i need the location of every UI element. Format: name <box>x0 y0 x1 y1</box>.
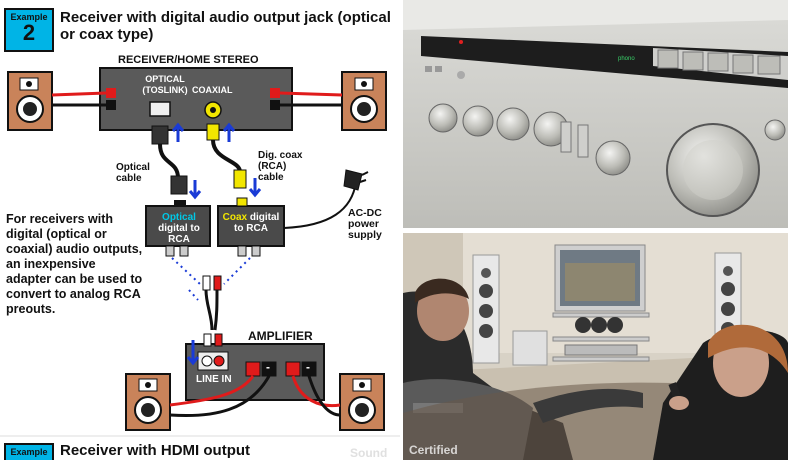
receiver-box <box>99 67 293 131</box>
power-supply-label: AC-DC power supply <box>348 207 382 241</box>
diagram-watermark: Sound <box>350 446 388 460</box>
coax-cable-label: Dig. coax (RCA) cable <box>258 150 303 183</box>
coaxial-port-label: COAXIAL <box>192 85 233 95</box>
power-plug <box>343 169 363 191</box>
example-badge: Example 2 <box>4 8 54 52</box>
optical-converter <box>145 205 211 247</box>
amp-minus-right: - <box>306 360 310 374</box>
diagram-drawing <box>0 67 400 437</box>
example-badge-number: 2 <box>22 20 36 45</box>
optical-port-label: OPTICAL (TOSLINK) <box>142 74 188 95</box>
example-title-line2: or coax type) <box>60 26 154 43</box>
photo-watermark: Certified <box>409 443 458 457</box>
example-title-line1: Receiver with digital audio output jack … <box>60 9 391 26</box>
optical-word: Optical <box>162 212 196 223</box>
speaker-bottom-right <box>339 373 385 431</box>
coax-converter-label: Coax digital to RCA <box>222 212 280 234</box>
example-2-title: Receiver with HDMI output <box>60 442 251 459</box>
coax-converter <box>217 205 285 247</box>
display-text: phono <box>618 56 635 62</box>
speaker-bottom-left <box>125 373 171 431</box>
optical-port <box>149 101 171 117</box>
explanation-text: For receivers with digital (optical or c… <box>6 212 143 316</box>
amp-minus-left: - <box>266 360 270 374</box>
line-in-label: LINE IN <box>196 374 232 385</box>
optical-cable-label: Optical cable <box>116 162 150 184</box>
example-2-badge: Example <box>4 443 54 460</box>
optical-converter-label: Optical digital to RCA <box>158 212 200 245</box>
connection-diagram: Example 2 Receiver with digital audio ou… <box>0 8 400 460</box>
example-title: Receiver with digital audio output jack … <box>60 9 391 43</box>
example-badge-label: Example <box>10 12 48 22</box>
speaker-top-left <box>7 71 53 131</box>
speaker-top-right <box>341 71 387 131</box>
living-room-photo: Certified <box>403 233 788 460</box>
receiver-label: RECEIVER/HOME STEREO <box>118 54 259 66</box>
coax-word: Coax <box>222 212 248 223</box>
amplifier-label: AMPLIFIER <box>248 329 313 343</box>
amplifier-photo: phono <box>403 0 788 228</box>
